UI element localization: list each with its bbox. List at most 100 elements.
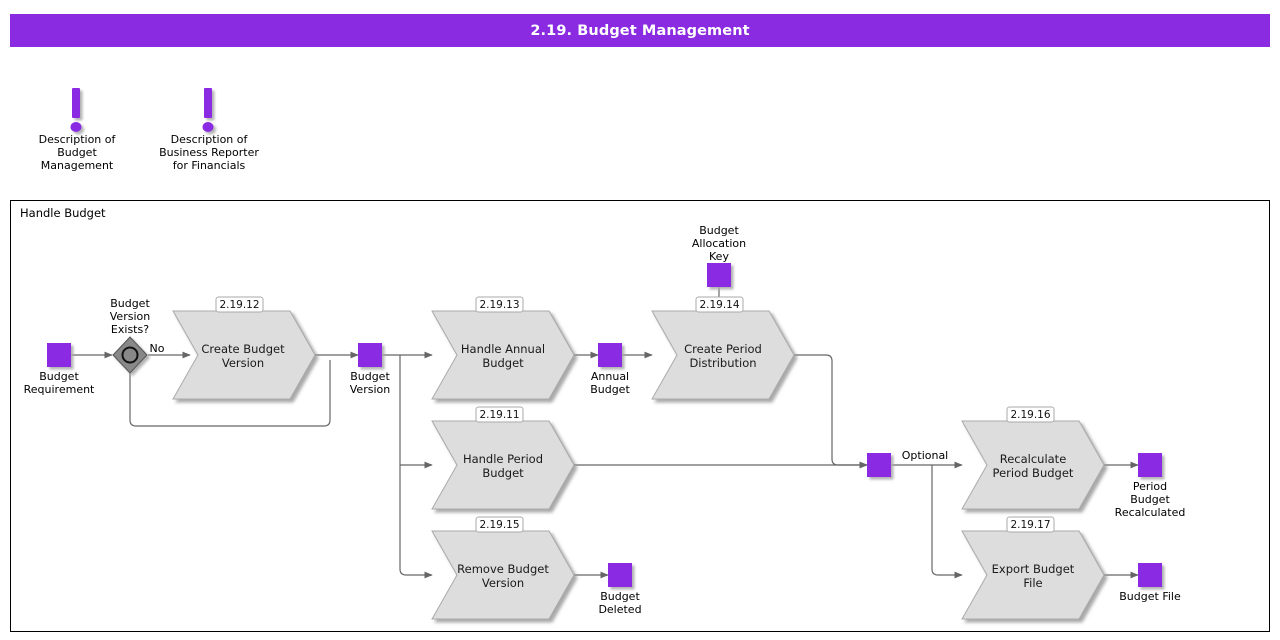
- event-period-budget-recalculated[interactable]: Period Budget Recalculated: [1115, 453, 1186, 519]
- task-handle-period-budget[interactable]: Handle Period Budget 2.19.11: [431, 406, 575, 510]
- event-square-icon: [867, 453, 891, 477]
- task-label-line: Remove Budget: [457, 562, 549, 576]
- task-label-line: Version: [222, 356, 264, 370]
- task-label-line: Recalculate: [1000, 452, 1067, 466]
- annotation-line: Description of: [171, 133, 249, 146]
- task-label-line: Handle Annual: [461, 342, 545, 356]
- annotation-line: Description of: [39, 133, 117, 146]
- event-square-icon: [598, 343, 622, 367]
- event-label-line: Requirement: [24, 383, 95, 396]
- event-label-line: Recalculated: [1115, 506, 1186, 519]
- task-id-box: [475, 406, 524, 423]
- task-create-budget-version[interactable]: Create Budget Version 2.19.12: [172, 296, 316, 400]
- event-budget-version[interactable]: Budget Version: [350, 343, 391, 396]
- task-label-line: File: [1023, 576, 1042, 590]
- exclamation-icon: [204, 88, 212, 118]
- task-shape: [431, 530, 575, 620]
- task-id-label: 2.19.12: [219, 299, 259, 311]
- task-shape: [961, 420, 1105, 510]
- event-label-line: Deleted: [598, 603, 641, 616]
- task-shape: [172, 310, 316, 400]
- task-id-label: 2.19.11: [479, 409, 519, 421]
- task-shape: [961, 530, 1105, 620]
- edge-label-optional: Optional: [902, 449, 949, 462]
- event-budget-file[interactable]: Budget File: [1119, 563, 1181, 603]
- task-id-box: [475, 516, 524, 533]
- event-annual-budget[interactable]: Annual Budget: [590, 343, 630, 396]
- task-id-label: 2.19.16: [1010, 409, 1050, 421]
- task-shape: [651, 310, 795, 400]
- connector-to-remove-version: [399, 355, 433, 579]
- event-square-icon: [707, 263, 731, 287]
- event-label-line: Key: [709, 250, 729, 263]
- task-label-line: Export Budget: [992, 562, 1075, 576]
- connector-period-dist-to-merge: [790, 354, 868, 469]
- task-id-box: [215, 296, 264, 313]
- event-square-icon: [358, 343, 382, 367]
- task-export-budget-file[interactable]: Export Budget File 2.19.17: [961, 516, 1105, 620]
- event-label-line: Budget: [350, 370, 390, 383]
- pool-container: [10, 200, 1270, 632]
- event-label-line: Budget: [600, 590, 640, 603]
- event-square-icon: [47, 343, 71, 367]
- annotation-line: Budget: [57, 146, 97, 159]
- event-label-line: Annual: [591, 370, 629, 383]
- task-label-line: Budget: [482, 356, 524, 370]
- gateway-label-line: Version: [110, 310, 150, 323]
- event-label-line: Period: [1133, 480, 1167, 493]
- task-remove-budget-version[interactable]: Remove Budget Version 2.19.15: [431, 516, 575, 620]
- event-label-line: Budget: [590, 383, 630, 396]
- gateway-label-line: Exists?: [111, 323, 149, 336]
- event-square-icon: [608, 563, 632, 587]
- task-shape: [431, 420, 575, 510]
- task-label-line: Create Period: [684, 342, 762, 356]
- task-create-period-distribution[interactable]: Create Period Distribution 2.19.14: [651, 296, 795, 400]
- task-id-box: [1006, 406, 1055, 423]
- task-id-box: [1006, 516, 1055, 533]
- description-business-reporter: Description of Business Reporter for Fin…: [159, 88, 259, 172]
- annotation-line: Business Reporter: [159, 146, 259, 159]
- event-label-line: Budget: [1130, 493, 1170, 506]
- event-budget-allocation-key[interactable]: Budget Allocation Key: [692, 224, 746, 287]
- event-square-icon: [1138, 563, 1162, 587]
- connector-layer: [71, 287, 1139, 579]
- task-label-line: Handle Period: [463, 452, 543, 466]
- event-budget-requirement[interactable]: Budget Requirement: [24, 343, 95, 396]
- gateway-event-circle-icon: [121, 346, 139, 364]
- event-label-line: Budget File: [1119, 590, 1181, 603]
- task-recalculate-period-budget[interactable]: Recalculate Period Budget 2.19.16: [961, 406, 1105, 510]
- task-label-line: Create Budget: [201, 342, 285, 356]
- task-label-line: Budget: [482, 466, 524, 480]
- event-label-line: Allocation: [692, 237, 746, 250]
- connector-gateway-bypass: [129, 360, 331, 427]
- task-id-label: 2.19.17: [1010, 519, 1050, 531]
- gateway-label-line: Budget: [110, 297, 150, 310]
- task-id-label: 2.19.13: [479, 299, 519, 311]
- task-label-line: Period Budget: [993, 466, 1074, 480]
- task-id-label: 2.19.14: [699, 299, 739, 311]
- connector-merge-to-export: [931, 465, 963, 579]
- page-title-bar: 2.19. Budget Management: [10, 14, 1270, 47]
- exclamation-dot-icon: [202, 122, 214, 132]
- annotation-line: Management: [41, 159, 114, 172]
- task-label-line: Version: [482, 576, 524, 590]
- edge-label-no: No: [150, 342, 165, 355]
- task-handle-annual-budget[interactable]: Handle Annual Budget 2.19.13: [431, 296, 575, 400]
- gateway-budget-version-exists[interactable]: Budget Version Exists?: [110, 297, 151, 374]
- event-label-line: Budget: [39, 370, 79, 383]
- task-shape: [431, 310, 575, 400]
- annotation-line: for Financials: [173, 159, 246, 172]
- event-square-icon: [1138, 453, 1162, 477]
- task-label-line: Distribution: [689, 356, 756, 370]
- task-id-label: 2.19.15: [479, 519, 519, 531]
- exclamation-icon: [72, 88, 80, 118]
- event-budget-deleted[interactable]: Budget Deleted: [598, 563, 642, 616]
- exclamation-dot-icon: [70, 122, 82, 132]
- pool-label: Handle Budget: [20, 206, 106, 220]
- event-label-line: Version: [350, 383, 390, 396]
- task-id-box: [695, 296, 744, 313]
- event-merge-junction[interactable]: [867, 453, 891, 477]
- page-title: 2.19. Budget Management: [530, 22, 750, 39]
